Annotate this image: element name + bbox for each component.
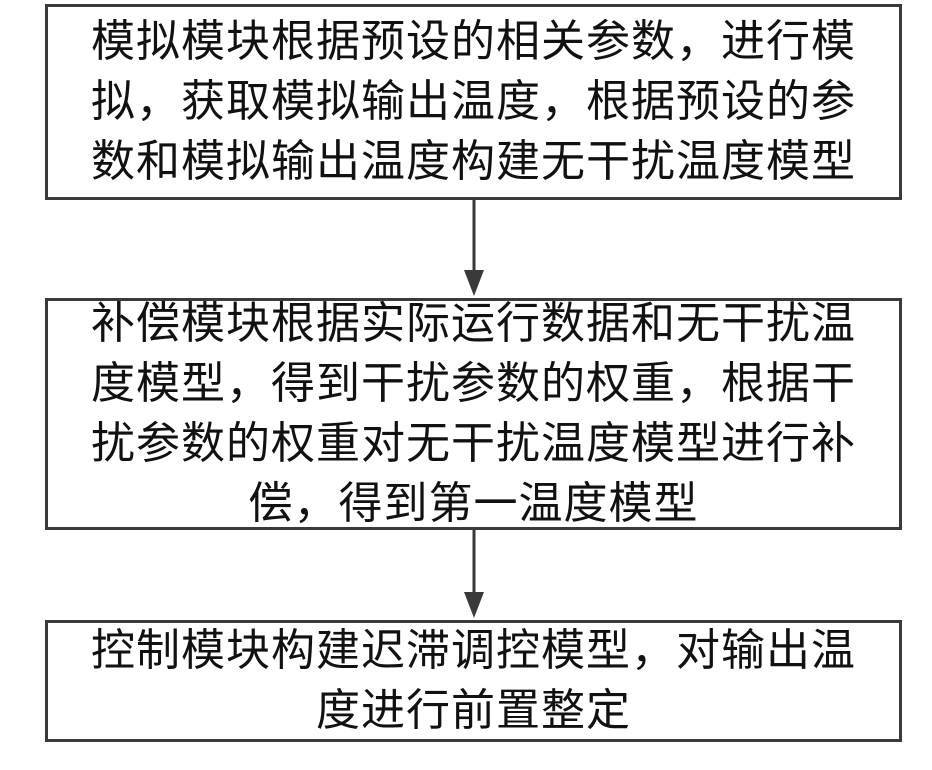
step-2-line-4: 偿，得到第一温度模型 bbox=[91, 474, 856, 534]
arrow-2-to-3 bbox=[464, 530, 484, 618]
step-3-box: 控制模块构建迟滞调控模型，对输出温 度进行前置整定 bbox=[45, 620, 902, 742]
arrow-1-to-2 bbox=[464, 200, 484, 296]
step-2-line-2: 度模型，得到干扰参数的权重，根据干 bbox=[91, 354, 856, 414]
step-3-text: 控制模块构建迟滞调控模型，对输出温 度进行前置整定 bbox=[91, 621, 856, 741]
step-2-line-1: 补偿模块根据实际运行数据和无干扰温 bbox=[91, 294, 856, 354]
step-3-line-1: 控制模块构建迟滞调控模型，对输出温 bbox=[91, 621, 856, 681]
step-2-box: 补偿模块根据实际运行数据和无干扰温 度模型，得到干扰参数的权重，根据干 扰参数的… bbox=[45, 298, 902, 530]
step-2-text: 补偿模块根据实际运行数据和无干扰温 度模型，得到干扰参数的权重，根据干 扰参数的… bbox=[91, 294, 856, 534]
step-3-line-2: 度进行前置整定 bbox=[91, 681, 856, 741]
step-2-line-3: 扰参数的权重对无干扰温度模型进行补 bbox=[91, 414, 856, 474]
